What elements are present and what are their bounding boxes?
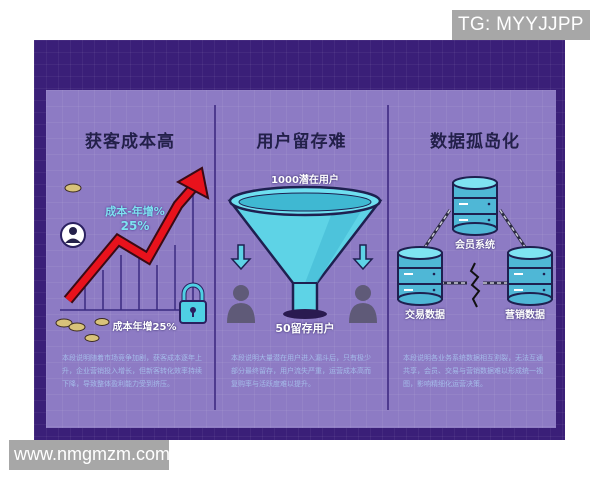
- db-label-member-system: 会员系统: [455, 240, 495, 251]
- db-label-transaction-data: 交易数据: [405, 310, 445, 321]
- column-divider: [387, 105, 389, 410]
- watermark-bottom: www.nmgmzm.com: [9, 440, 170, 470]
- panel-description: 本段说明各业务系统数据相互割裂，无法互通共享，会员、交易与营销数据难以形成统一视…: [403, 354, 543, 388]
- db-label-marketing-data: 营销数据: [505, 310, 545, 321]
- funnel-top-label: 1000潜在用户: [271, 175, 339, 186]
- database-network-icon: [397, 176, 553, 308]
- column-divider: [214, 105, 216, 410]
- funnel-bottom-label: 50留存用户: [275, 322, 335, 335]
- bottom-growth-label: 成本年增25%: [112, 322, 177, 333]
- infographic-panel: [46, 90, 556, 428]
- panel-title-acquisition-cost: 获客成本高: [85, 132, 175, 152]
- rising-cost-chart-icon: [55, 166, 210, 342]
- panel-description: 本段说明大量潜在用户进入漏斗后，只有极少部分最终留存，用户流失严重，运营成本高而…: [231, 354, 371, 388]
- watermark-top: TG: MYYJJPP: [452, 10, 590, 40]
- panel-title-data-silos: 数据孤岛化: [430, 132, 520, 152]
- growth-label-line1: 成本-年增%: [105, 205, 165, 218]
- panel-title-retention: 用户留存难: [256, 132, 347, 152]
- funnel-icon: [227, 185, 383, 323]
- panel-description: 本段说明随着市场竞争加剧，获客成本逐年上升，企业营销投入增长，但新客转化效率持续…: [62, 354, 202, 388]
- growth-label-line2: 25%: [120, 219, 150, 233]
